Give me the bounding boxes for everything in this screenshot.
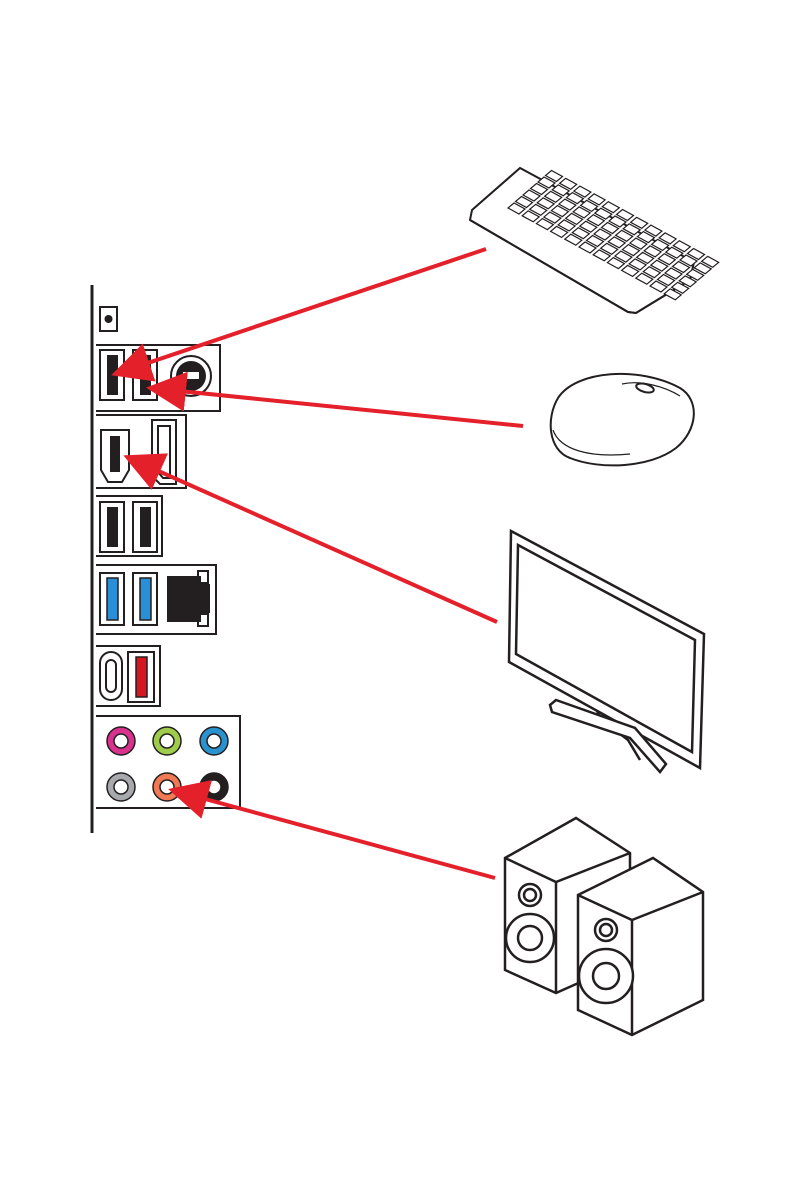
keyboard-icon — [470, 168, 719, 313]
usb-red-port-icon — [128, 652, 154, 702]
audio-jack-blue-icon — [200, 727, 228, 755]
usb-pair-block — [96, 496, 162, 556]
arrow-keyboard-to-usb — [115, 249, 486, 374]
audio-jack-pink-icon — [107, 727, 135, 755]
mouse-icon — [551, 374, 694, 466]
audio-jacks — [107, 727, 228, 801]
speakers-icon — [505, 818, 703, 1035]
usb-2-left-port-icon — [100, 350, 124, 400]
audio-jack-orange-icon — [153, 773, 181, 801]
usbc-block — [96, 646, 160, 706]
usb2-ps2-block — [96, 345, 220, 411]
usb-2-right-port-icon — [133, 350, 157, 400]
audio-jack-green-icon — [153, 727, 181, 755]
arrow-speakers-to-audio — [172, 790, 495, 878]
arrow-mouse-to-usb — [150, 388, 523, 426]
clear-cmos-button-icon — [100, 307, 117, 331]
lan-port-icon — [168, 571, 209, 626]
usb-c-port-icon — [100, 652, 122, 700]
hdmi-port-icon — [101, 430, 129, 482]
usb3-lan-block — [96, 565, 216, 634]
audio-jack-gray-icon — [107, 773, 135, 801]
monitor-icon — [509, 531, 704, 772]
